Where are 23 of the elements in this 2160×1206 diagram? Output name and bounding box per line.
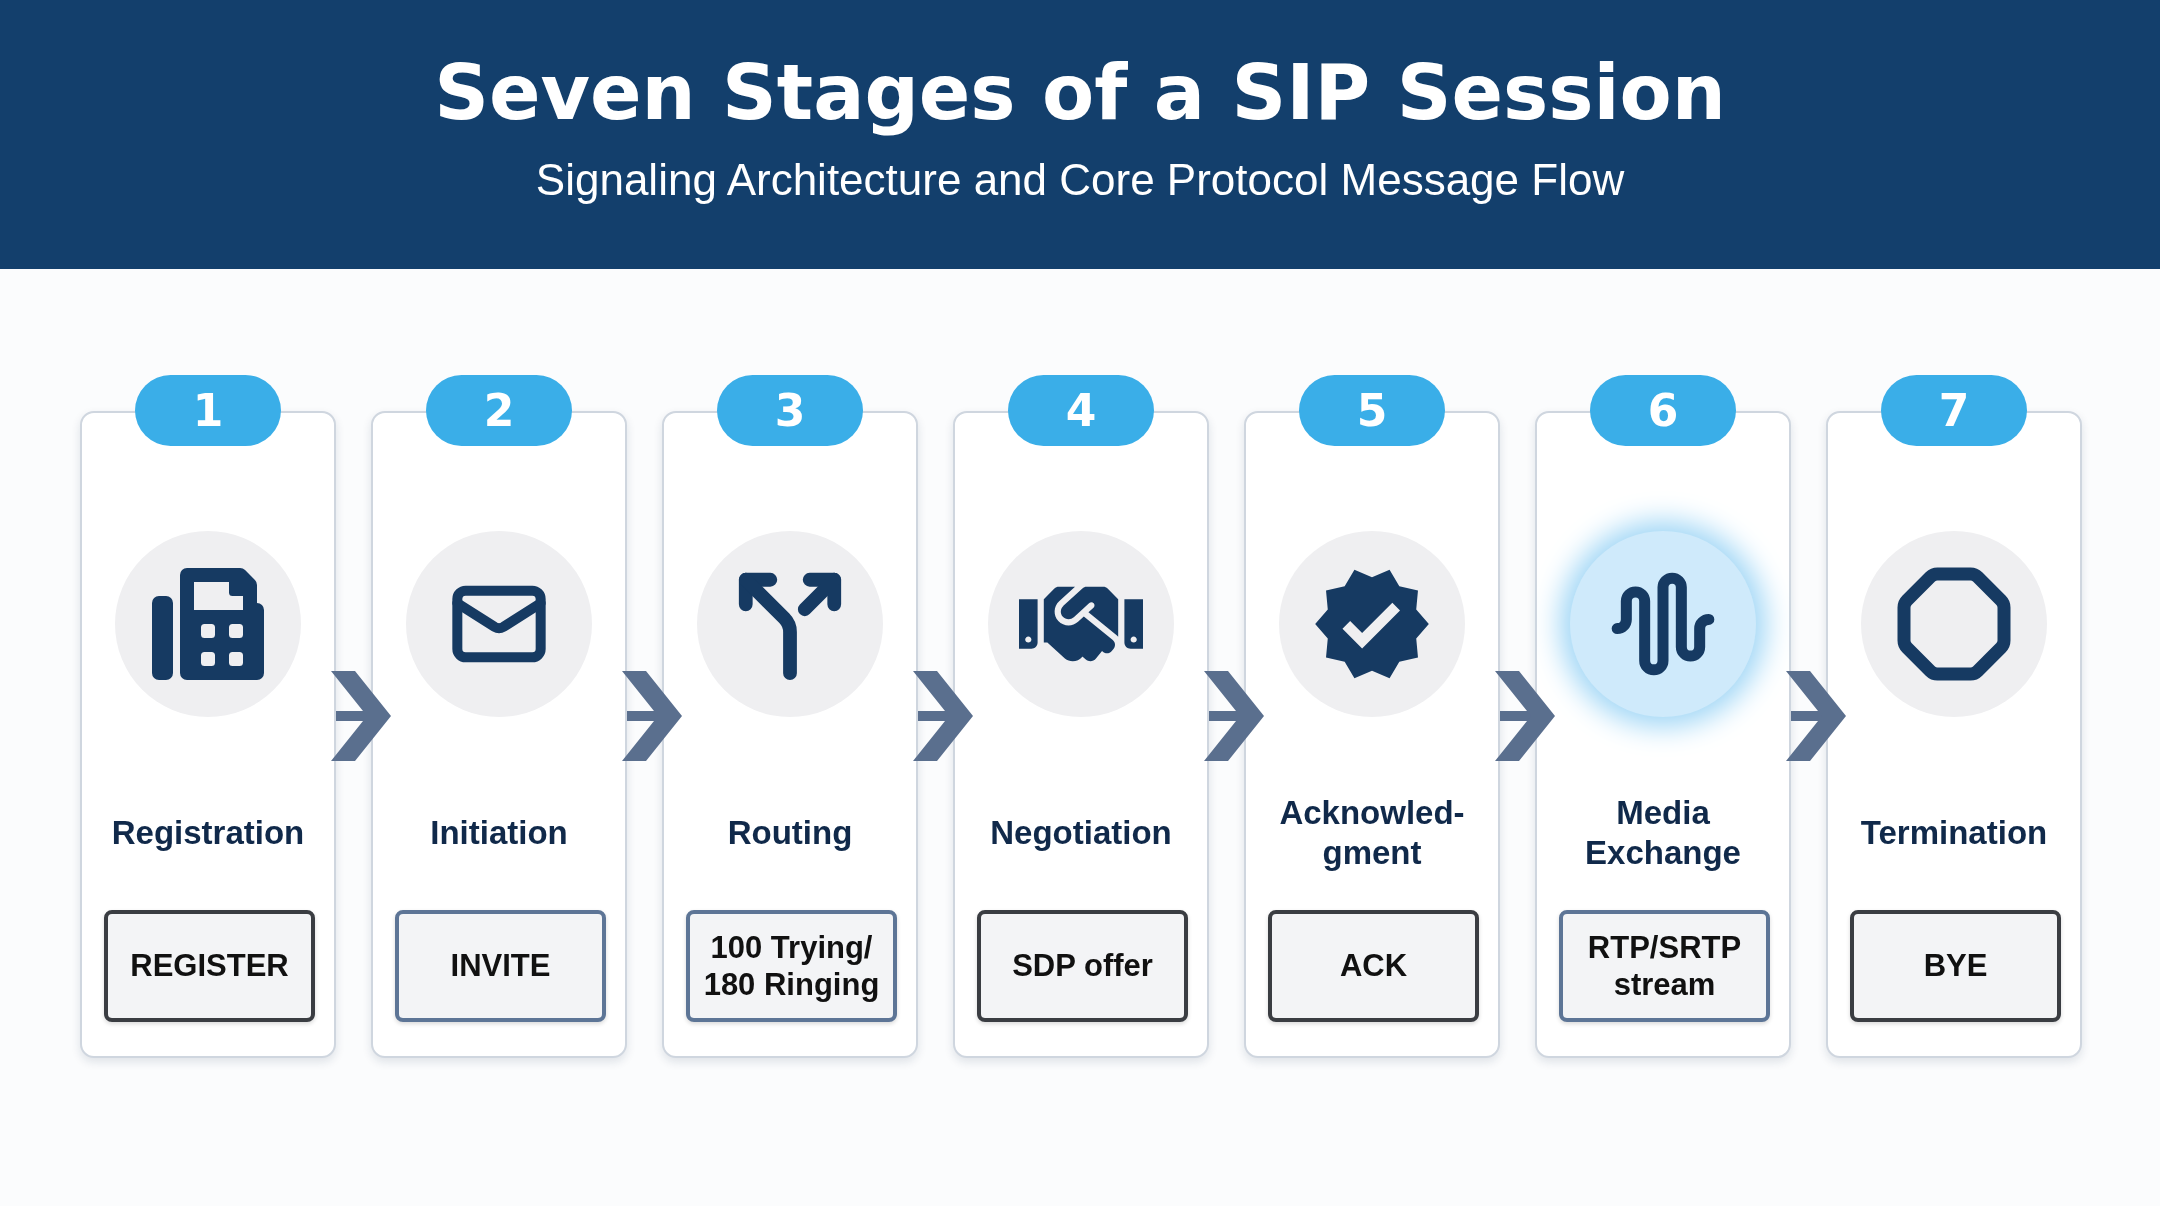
message-box: ACK xyxy=(1268,910,1479,1022)
stage-title: Routing xyxy=(727,813,853,853)
message-box: INVITE xyxy=(395,910,606,1022)
stage-title: Termination xyxy=(1860,813,2048,853)
stage-title: Negotiation xyxy=(990,813,1172,853)
message-box: REGISTER xyxy=(104,910,315,1022)
stage-title: Acknowled-gment xyxy=(1278,793,1466,873)
stage-title: Initiation xyxy=(430,813,568,853)
message-box: RTP/SRTP stream xyxy=(1559,910,1770,1022)
step-number-badge: 2 xyxy=(426,375,572,446)
message-box: BYE xyxy=(1850,910,2061,1022)
title: Seven Stages of a SIP Session xyxy=(433,48,1727,137)
stage-title: Registration xyxy=(111,813,305,853)
subtitle: Signaling Architecture and Core Protocol Message Flow xyxy=(534,155,1626,205)
step-number-badge: 1 xyxy=(135,375,281,446)
step-number-badge: 5 xyxy=(1299,375,1445,446)
step-number-badge: 3 xyxy=(717,375,863,446)
step-number-badge: 7 xyxy=(1881,375,2027,446)
message-box: SDP offer xyxy=(977,910,1188,1022)
stage-title: Media Exchange xyxy=(1584,793,1742,873)
step-number-badge: 6 xyxy=(1590,375,1736,446)
step-number-badge: 4 xyxy=(1008,375,1154,446)
message-box: 100 Trying/ 180 Ringing xyxy=(686,910,897,1022)
